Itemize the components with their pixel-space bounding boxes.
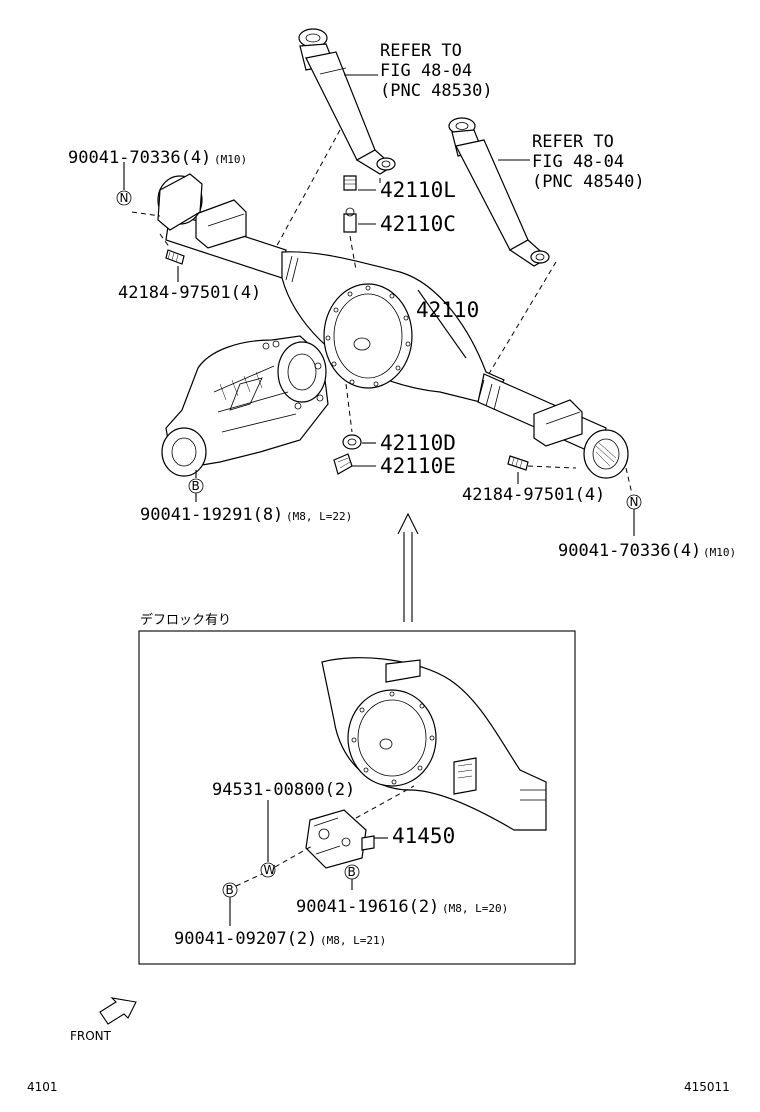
footer-right-code: 415011 xyxy=(684,1080,730,1094)
washer-number: 94531-00800(2) xyxy=(212,780,355,800)
refer-1-line1: REFER TO xyxy=(380,41,462,61)
bolt-left-spec: (M10) xyxy=(214,153,247,166)
shock-absorber-right xyxy=(448,117,550,267)
bolt-carrier-number: 90041-19291(8) xyxy=(140,505,283,525)
axle-housing xyxy=(157,173,629,479)
front-arrow-icon xyxy=(99,997,137,1025)
bolt-b-spec: (M8, L=21) xyxy=(320,934,386,947)
footer-left-code: 4101 xyxy=(27,1080,58,1094)
actuator-icon xyxy=(305,809,375,869)
refer-2-line1: REFER TO xyxy=(532,132,614,152)
bolt-carrier-spec: (M8, L=22) xyxy=(286,510,352,523)
bolt-a-spec: (M8, L=20) xyxy=(442,902,508,915)
gasket-d-number: 42110D xyxy=(380,431,456,455)
housing-number: 42110 xyxy=(416,298,479,322)
shock-absorber-left xyxy=(298,28,396,175)
bolt-right-marker: N xyxy=(630,495,639,509)
bolt-left-marker: N xyxy=(120,191,129,205)
plug-l-icon xyxy=(343,175,357,191)
bolt-right-spec: (M10) xyxy=(703,546,736,559)
bolt-a-marker: B xyxy=(348,865,356,879)
bolt-b-marker: B xyxy=(226,883,234,897)
bolt-carrier-marker: B xyxy=(192,479,200,493)
front-label: FRONT xyxy=(70,1029,112,1043)
plug-e-number: 42110E xyxy=(380,454,456,478)
refer-1-line2: FIG 48-04 xyxy=(380,61,472,81)
w-marker xyxy=(260,862,276,878)
stud-left-icon xyxy=(165,249,185,265)
n-marker-left xyxy=(116,190,132,206)
bolt-b-number: 90041-09207(2) xyxy=(174,929,317,949)
inset-frame xyxy=(138,630,576,965)
refer-2-line2: FIG 48-04 xyxy=(532,152,624,172)
actuator-number: 41450 xyxy=(392,824,455,848)
refer-2-line3: (PNC 48540) xyxy=(532,172,645,192)
plug-e-icon xyxy=(333,453,353,475)
stud-right-icon xyxy=(507,455,529,471)
differential-carrier xyxy=(161,335,329,477)
breather-c-icon xyxy=(343,207,357,233)
refer-1-line3: (PNC 48530) xyxy=(380,81,493,101)
bolt-left-number: 90041-70336(4) xyxy=(68,148,211,168)
bolt-a-number: 90041-19616(2) xyxy=(296,897,439,917)
washer-marker: W xyxy=(264,863,276,877)
up-arrow-icon xyxy=(397,512,419,622)
inset-housing xyxy=(321,657,547,831)
gasket-d-icon xyxy=(342,434,362,450)
bolt-right-number: 90041-70336(4) xyxy=(558,541,701,561)
plug-l-number: 42110L xyxy=(380,178,456,202)
stud-right-number: 42184-97501(4) xyxy=(462,485,605,505)
stud-left-number: 42184-97501(4) xyxy=(118,283,261,303)
breather-c-number: 42110C xyxy=(380,212,456,236)
inset-title: デフロック有り xyxy=(140,612,231,628)
